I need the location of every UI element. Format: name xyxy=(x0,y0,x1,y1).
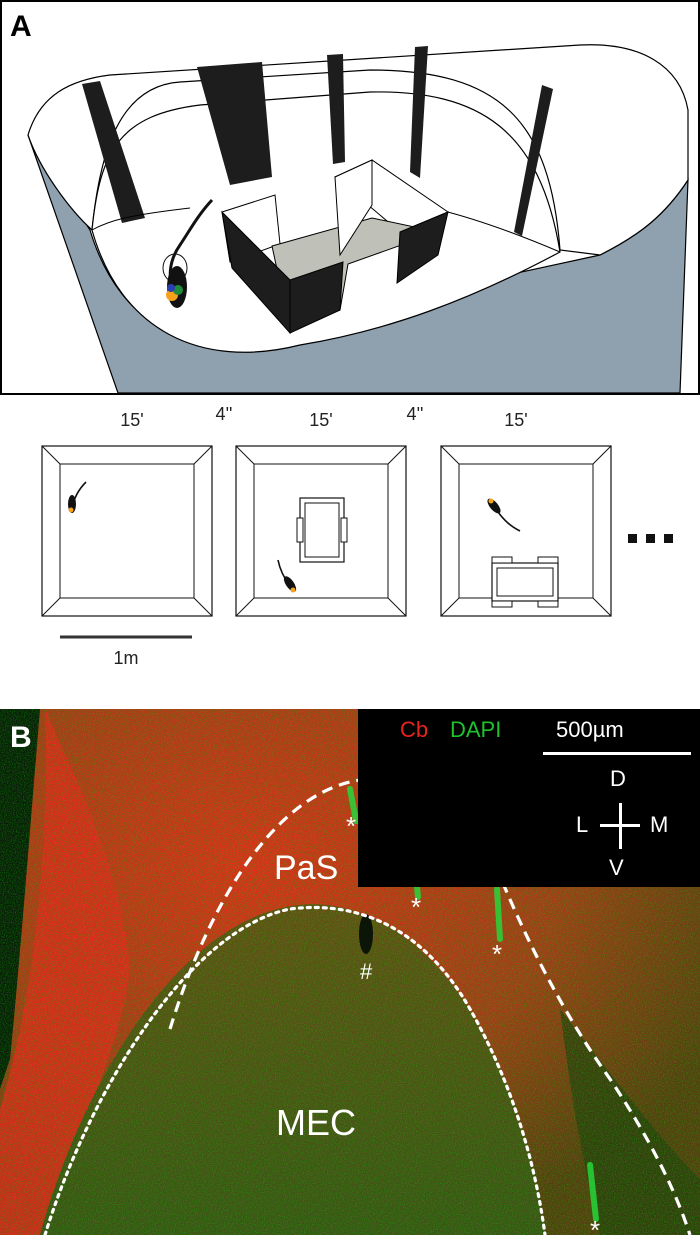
lesion-mark xyxy=(359,914,373,954)
mec-boundary-dotted xyxy=(43,905,547,1237)
rat-icon-3 xyxy=(487,498,521,532)
compass-dorsal: D xyxy=(610,766,626,791)
rat-with-headstage-icon xyxy=(162,198,214,308)
track-marker-3: * xyxy=(492,939,503,969)
box-front-middle-wall xyxy=(289,261,344,334)
duration-label-2: 15' xyxy=(309,410,333,430)
legend-cb-label: Cb xyxy=(400,717,429,742)
wall-stripe-5 xyxy=(514,85,553,236)
region-label-mec: MEC xyxy=(276,1102,356,1143)
region-label-pas: PaS xyxy=(274,849,339,887)
panel-b-letter: B xyxy=(10,721,32,754)
electrode-track-3 xyxy=(494,886,503,942)
electrode-track-1 xyxy=(347,786,359,824)
box-front-right-wall xyxy=(396,211,449,284)
rat-icon-2 xyxy=(277,559,297,593)
legend-box: Cb DAPI 500µm D V L M xyxy=(358,709,700,887)
panel-a-arena-illustration: A xyxy=(0,0,700,395)
scale-bar-label-b: 500µm xyxy=(556,717,624,742)
compass-ventral: V xyxy=(609,855,624,880)
compass-medial: M xyxy=(650,812,669,837)
scale-bar-label: 1m xyxy=(113,648,139,668)
wall-stripe-1 xyxy=(82,81,145,223)
session-box-1 xyxy=(41,445,213,617)
inserted-box-icon-3 xyxy=(491,556,559,608)
interval-label-2: 4'' xyxy=(406,404,424,424)
session-timeline: 15' 4'' 15' 4'' 15' xyxy=(0,400,700,690)
session-boxes xyxy=(41,445,673,639)
scale-bar-500um xyxy=(543,752,691,755)
arena-3d-drawing xyxy=(0,0,700,395)
lesion-marker-hash: # xyxy=(360,959,373,984)
panel-b-histology-image: Cb DAPI 500µm D V L M PaS MEC * * * * # … xyxy=(0,709,700,1245)
duration-label-3: 15' xyxy=(504,410,528,430)
track-marker-4: * xyxy=(590,1215,601,1245)
interval-label-1: 4'' xyxy=(215,404,233,424)
track-marker-1: * xyxy=(346,811,357,841)
duration-label-1: 15' xyxy=(120,410,144,430)
panel-a-letter: A xyxy=(10,10,32,43)
track-marker-2: * xyxy=(411,892,422,922)
wall-stripe-4 xyxy=(410,46,428,178)
session-box-2 xyxy=(235,445,407,617)
session-box-3 xyxy=(440,445,612,617)
fluorescence-micrograph xyxy=(0,709,700,1237)
box-front-right-flap xyxy=(334,159,373,257)
compass-lateral: L xyxy=(576,812,589,837)
wall-stripe-3 xyxy=(327,54,345,164)
rat-icon-1 xyxy=(68,481,87,513)
wall-stripe-2 xyxy=(197,62,272,185)
inserted-box-icon-2 xyxy=(296,497,348,563)
legend-dapi-label: DAPI xyxy=(450,717,502,742)
continuation-dots xyxy=(628,534,673,543)
electrode-track-4 xyxy=(587,1162,599,1222)
